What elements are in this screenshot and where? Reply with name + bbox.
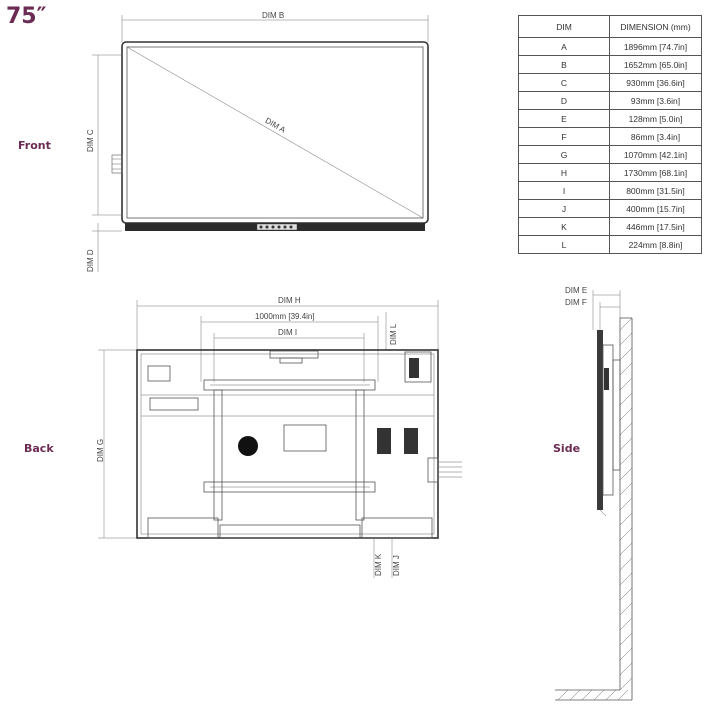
dim-k-label: DIM K <box>374 553 383 576</box>
row-dim: L <box>518 235 610 254</box>
dim-f-label: DIM F <box>565 298 587 307</box>
back-view-label: Back <box>24 442 54 455</box>
front-view-label: Front <box>18 139 51 152</box>
side-view: DIM E DIM F <box>555 286 633 701</box>
vesa-width-label: 1000mm [39.4in] <box>255 312 315 321</box>
back-vent-right <box>404 428 418 454</box>
wall-hatching <box>619 317 633 691</box>
back-vent-left <box>377 428 391 454</box>
dimension-table-header: DIM DIMENSION (mm) <box>518 15 702 38</box>
dim-h-label: DIM H <box>278 296 301 305</box>
back-view: DIM H 1000mm [39.4in] DIM I DIM L DIM G <box>96 296 462 578</box>
side-display-profile <box>597 330 603 510</box>
back-top-vent <box>409 358 419 378</box>
front-button-panel <box>256 223 298 231</box>
dim-e-label: DIM E <box>565 286 587 295</box>
dim-a-label: DIM A <box>264 116 288 135</box>
dim-j-label: DIM J <box>392 555 401 576</box>
row-value: 224mm [8.8in] <box>609 235 702 254</box>
front-view: DIM B DIM A DIM C DIM D <box>86 11 429 272</box>
dim-i-label: DIM I <box>278 328 297 337</box>
dim-b-label: DIM B <box>262 11 284 20</box>
side-view-label: Side <box>553 442 581 455</box>
dim-g-label: DIM G <box>96 439 105 462</box>
model-title: 75″ <box>6 4 47 29</box>
dim-d-label: DIM D <box>86 249 95 272</box>
back-speaker-circle <box>238 436 258 456</box>
floor-hatching <box>557 689 629 701</box>
dim-c-label: DIM C <box>86 129 95 152</box>
dim-l-label: DIM L <box>389 323 398 345</box>
